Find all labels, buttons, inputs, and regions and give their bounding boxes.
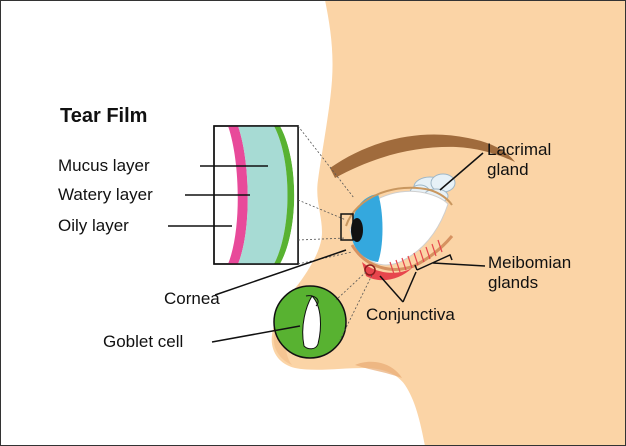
diagram-title: Tear Film <box>60 106 147 126</box>
face-silhouette <box>272 0 626 446</box>
oily-layer-label: Oily layer <box>58 217 129 234</box>
lacrimal-gland-label: Lacrimal gland <box>487 140 551 180</box>
meibomian-glands-label: Meibomian glands <box>488 253 571 293</box>
conjunctiva-label: Conjunctiva <box>366 306 455 323</box>
mucus-layer-label: Mucus layer <box>58 157 150 174</box>
watery-layer-label: Watery layer <box>58 186 153 203</box>
goblet-cell-label: Goblet cell <box>103 333 183 350</box>
cornea-label: Cornea <box>164 290 220 307</box>
goblet-cell-circle <box>274 286 346 358</box>
